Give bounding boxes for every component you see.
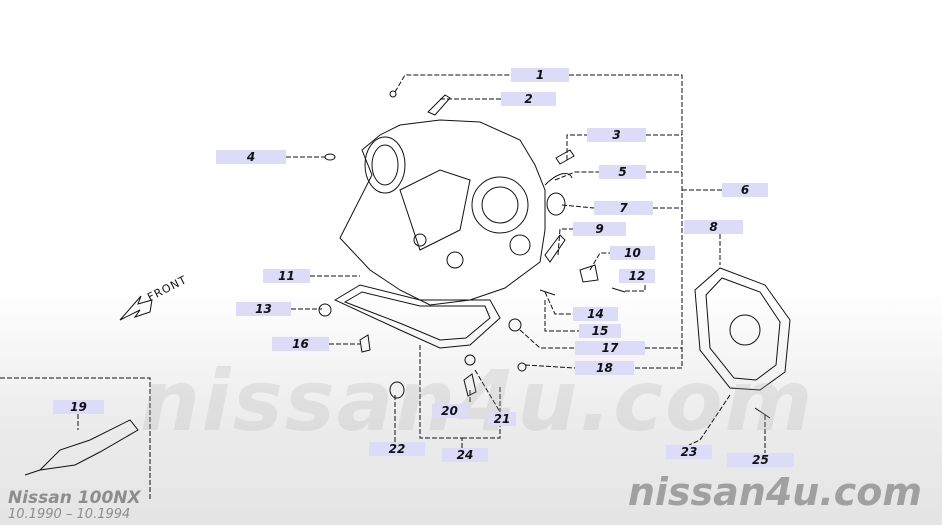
side-cover <box>694 267 791 391</box>
callout-16[interactable]: 16 <box>272 337 329 351</box>
callout-1[interactable]: 1 <box>511 68 569 82</box>
callout-22[interactable]: 22 <box>369 442 425 456</box>
callout-19[interactable]: 19 <box>53 400 104 414</box>
callout-12[interactable]: 12 <box>619 269 655 283</box>
callout-9[interactable]: 9 <box>573 222 626 236</box>
callout-23[interactable]: 23 <box>666 445 712 459</box>
production-dates: 10.1990 – 10.1994 <box>8 507 131 522</box>
callout-20[interactable]: 20 <box>432 404 467 418</box>
callout-18[interactable]: 18 <box>575 361 634 375</box>
watermark: nissan4u.com <box>140 352 815 450</box>
callout-4[interactable]: 4 <box>216 150 286 164</box>
callout-2[interactable]: 2 <box>501 92 556 106</box>
callout-14[interactable]: 14 <box>573 307 618 321</box>
callout-3[interactable]: 3 <box>587 128 646 142</box>
model-title: Nissan 100NX <box>8 488 141 508</box>
oil-pan <box>333 284 501 349</box>
callout-13[interactable]: 13 <box>236 302 291 316</box>
callout-15[interactable]: 15 <box>579 324 621 338</box>
callout-24[interactable]: 24 <box>442 448 488 462</box>
callout-8[interactable]: 8 <box>684 220 743 234</box>
callout-11[interactable]: 11 <box>263 269 310 283</box>
callout-21[interactable]: 21 <box>488 412 516 426</box>
callout-5[interactable]: 5 <box>599 165 646 179</box>
sealant-tube <box>24 419 139 476</box>
callout-6[interactable]: 6 <box>722 183 768 197</box>
site-logo: nissan4u.com <box>627 470 922 514</box>
transaxle-case <box>339 119 546 306</box>
callout-7[interactable]: 7 <box>594 201 653 215</box>
front-arrow-icon <box>119 295 153 321</box>
callout-17[interactable]: 17 <box>575 341 645 355</box>
callout-25[interactable]: 25 <box>727 453 794 467</box>
callout-10[interactable]: 10 <box>610 246 655 260</box>
small-parts <box>318 90 771 419</box>
